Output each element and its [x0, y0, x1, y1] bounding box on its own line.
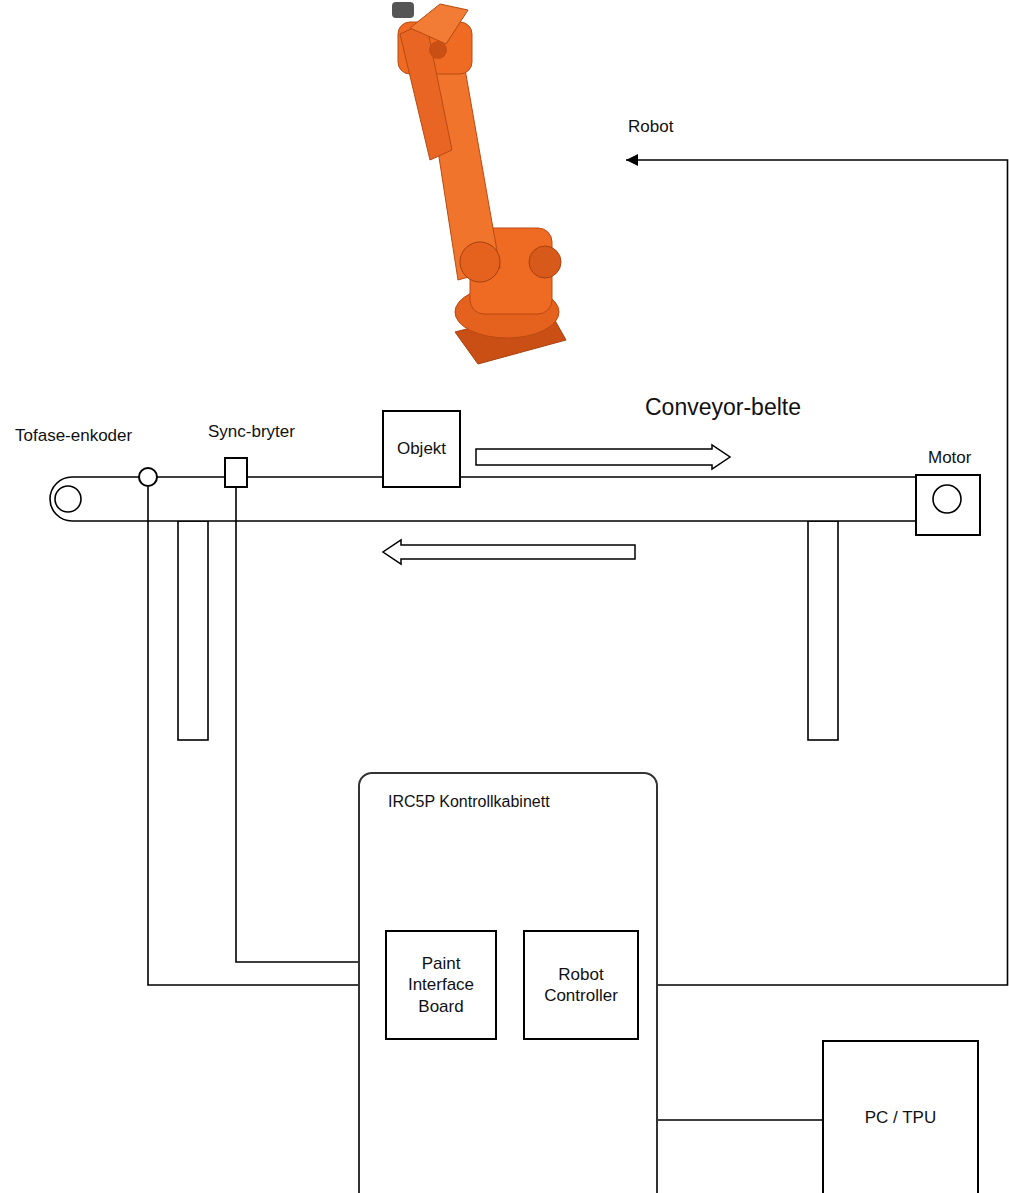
robot-joint: [429, 41, 447, 59]
robot-wrist: [392, 2, 414, 18]
direction-arrow: [476, 445, 730, 469]
sync-switch: Sync-bryter: [224, 457, 248, 488]
process-box: Paint Interface Board: [385, 930, 497, 1040]
node-text: Paint Interface Board: [395, 953, 487, 1017]
process-box: PC / TPU: [822, 1040, 979, 1193]
conveyor-leg: [178, 521, 208, 740]
encoder-circle: Tofase-enkoder: [138, 467, 158, 487]
robot-forearm: [410, 4, 468, 44]
cabinet-box: IRC5P KontrollkabinettPaint Interface Bo…: [358, 772, 658, 1193]
robot-signal-wire: [626, 160, 1008, 985]
conveyor-belt: [50, 477, 962, 521]
motor-box: Motor: [915, 474, 981, 536]
motor-roller: [917, 476, 979, 534]
object-box: Objekt: [382, 410, 461, 488]
conveyor-roller: [55, 486, 81, 512]
process-box: Robot Controller: [523, 930, 639, 1040]
cabinet-title: IRC5P Kontrollkabinett: [388, 792, 550, 812]
node-heading: Motor: [928, 447, 971, 468]
node-heading: Sync-bryter: [208, 421, 295, 442]
conveyor-title: Conveyor-belte: [645, 394, 801, 421]
motor-roller: [933, 485, 961, 513]
robot-label: Robot: [628, 117, 673, 137]
signal-wire: [236, 488, 385, 962]
robot-illustration: [392, 2, 566, 364]
signal-wire: [148, 487, 385, 985]
node-text: Objekt: [397, 438, 446, 459]
node-heading: Tofase-enkoder: [15, 425, 132, 446]
robot-motor: [529, 246, 561, 278]
node-text: Robot Controller: [533, 964, 629, 1007]
direction-arrow: [383, 540, 635, 564]
signal-wire: [604, 1040, 822, 1120]
conveyor-leg: [808, 521, 838, 740]
node-text: PC / TPU: [865, 1107, 936, 1128]
robot-shoulder: [460, 242, 500, 282]
signal-wire: [497, 984, 523, 986]
